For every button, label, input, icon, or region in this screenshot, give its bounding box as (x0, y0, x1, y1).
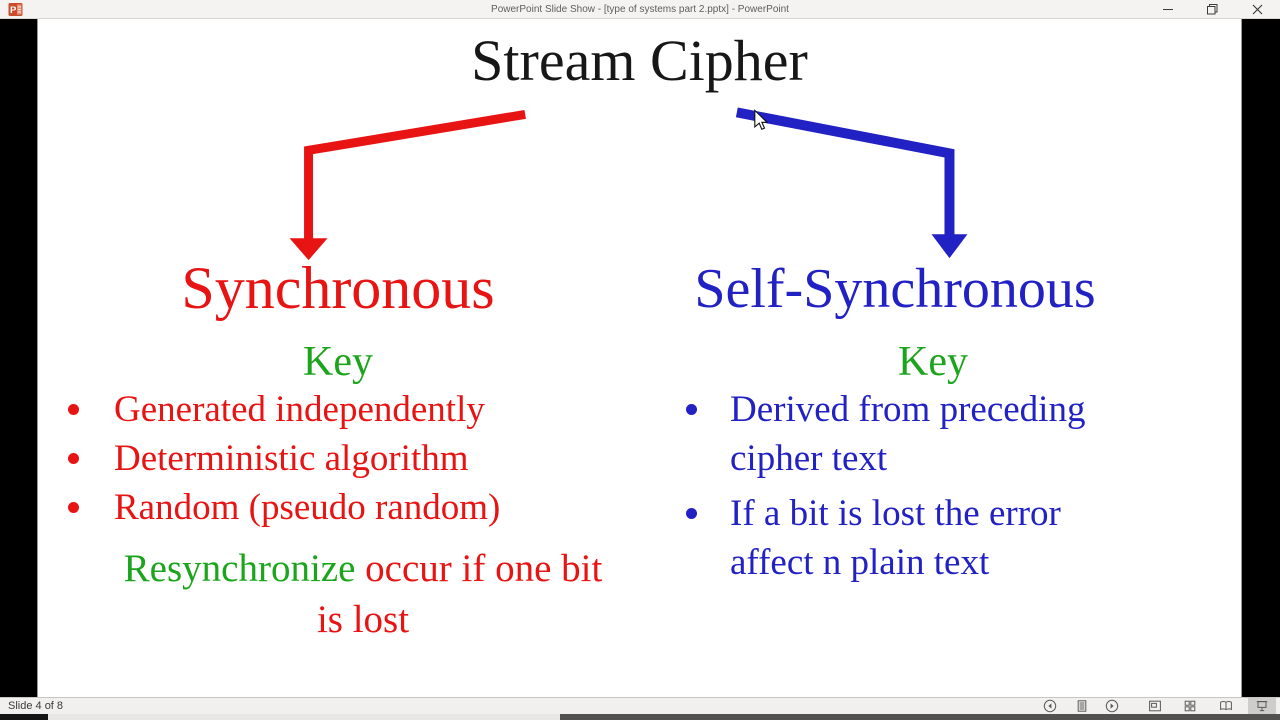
list-item: Random (pseudo random) (60, 483, 500, 532)
slide-counter: Slide 4 of 8 (8, 700, 64, 712)
normal-view-icon (1149, 700, 1161, 712)
left-letterbox (0, 19, 37, 697)
right-letterbox (1242, 19, 1280, 697)
bullet-dot-icon (68, 404, 79, 415)
powerpoint-app-icon[interactable]: P (8, 2, 23, 17)
svg-text:P: P (10, 5, 17, 16)
minimize-icon (1162, 9, 1173, 10)
list-item: If a bit is lost the error affect n plai… (678, 489, 1085, 587)
previous-slide-button[interactable] (1036, 698, 1064, 714)
mouse-cursor (754, 109, 769, 131)
bullet-text: Random (pseudo random) (114, 487, 501, 528)
presentation-stage: Stream Cipher Synchronous Self-Synchrono… (0, 19, 1280, 697)
list-item: Derived from preceding cipher text (678, 385, 1085, 483)
blue-branch-arrow (735, 107, 968, 259)
bullet-dot-icon (686, 404, 697, 415)
reading-view-button[interactable] (1212, 698, 1240, 714)
slide-canvas[interactable]: Stream Cipher Synchronous Self-Synchrono… (37, 19, 1242, 697)
note-green-part: Resynchronize (123, 547, 356, 590)
self-synchronous-bullet-list: Derived from preceding cipher text If a … (678, 385, 1085, 587)
slide-show-icon (1256, 701, 1268, 712)
slide-sorter-icon (1184, 700, 1196, 712)
normal-view-button[interactable] (1141, 698, 1169, 714)
note-line-1: Resynchronize occur if one bit (63, 543, 663, 594)
reading-view-icon (1220, 701, 1232, 711)
note-red-part: occur if one bit (355, 547, 603, 590)
slide-sorter-view-button[interactable] (1176, 698, 1204, 714)
bullet-text: Generated independently (114, 389, 485, 430)
synchronous-bullet-list: Generated independently Deterministic al… (60, 385, 500, 532)
self-synchronous-heading: Self-Synchronous (694, 258, 1096, 320)
slide-title: Stream Cipher (471, 28, 808, 93)
bullet-dot-icon (68, 502, 79, 513)
close-icon (1252, 4, 1263, 15)
window-controls (1145, 0, 1280, 19)
note-line-2: is lost (316, 598, 410, 641)
bullet-text: Derived from preceding (730, 389, 1086, 430)
slide-menu-icon (1077, 700, 1087, 712)
synchronous-heading: Synchronous (181, 255, 495, 321)
restore-button[interactable] (1190, 0, 1235, 19)
right-key-label: Key (898, 339, 968, 385)
powerpoint-logo-icon: P (8, 3, 23, 16)
status-bar: Slide 4 of 8 (0, 697, 1280, 714)
bullet-text: If a bit is lost the error (730, 493, 1061, 534)
slide-show-view-button[interactable] (1248, 698, 1276, 714)
list-item: Generated independently (60, 385, 500, 434)
next-slide-icon (1105, 699, 1119, 713)
slide-menu-button[interactable] (1068, 698, 1096, 714)
resynchronize-note: Resynchronize occur if one bit is lost (63, 543, 663, 645)
next-slide-button[interactable] (1098, 698, 1126, 714)
red-branch-arrow (289, 109, 526, 261)
bullet-text: affect n plain text (730, 542, 990, 583)
restore-icon (1207, 4, 1218, 15)
close-button[interactable] (1235, 0, 1280, 19)
minimize-button[interactable] (1145, 0, 1190, 19)
taskbar-edge[interactable] (0, 714, 1280, 720)
bullet-dot-icon (68, 453, 79, 464)
left-key-label: Key (303, 339, 373, 385)
window-titlebar: P PowerPoint Slide Show - [type of syste… (0, 0, 1280, 19)
bullet-text: Deterministic algorithm (114, 438, 469, 479)
bullet-dot-icon (686, 508, 697, 519)
window-title: PowerPoint Slide Show - [type of systems… (491, 4, 789, 15)
taskbar-segment (560, 714, 1280, 720)
taskbar-active-app-segment (48, 714, 560, 720)
previous-slide-icon (1043, 699, 1057, 713)
bullet-text: cipher text (730, 438, 888, 479)
taskbar-segment (0, 714, 48, 720)
list-item: Deterministic algorithm (60, 434, 500, 483)
